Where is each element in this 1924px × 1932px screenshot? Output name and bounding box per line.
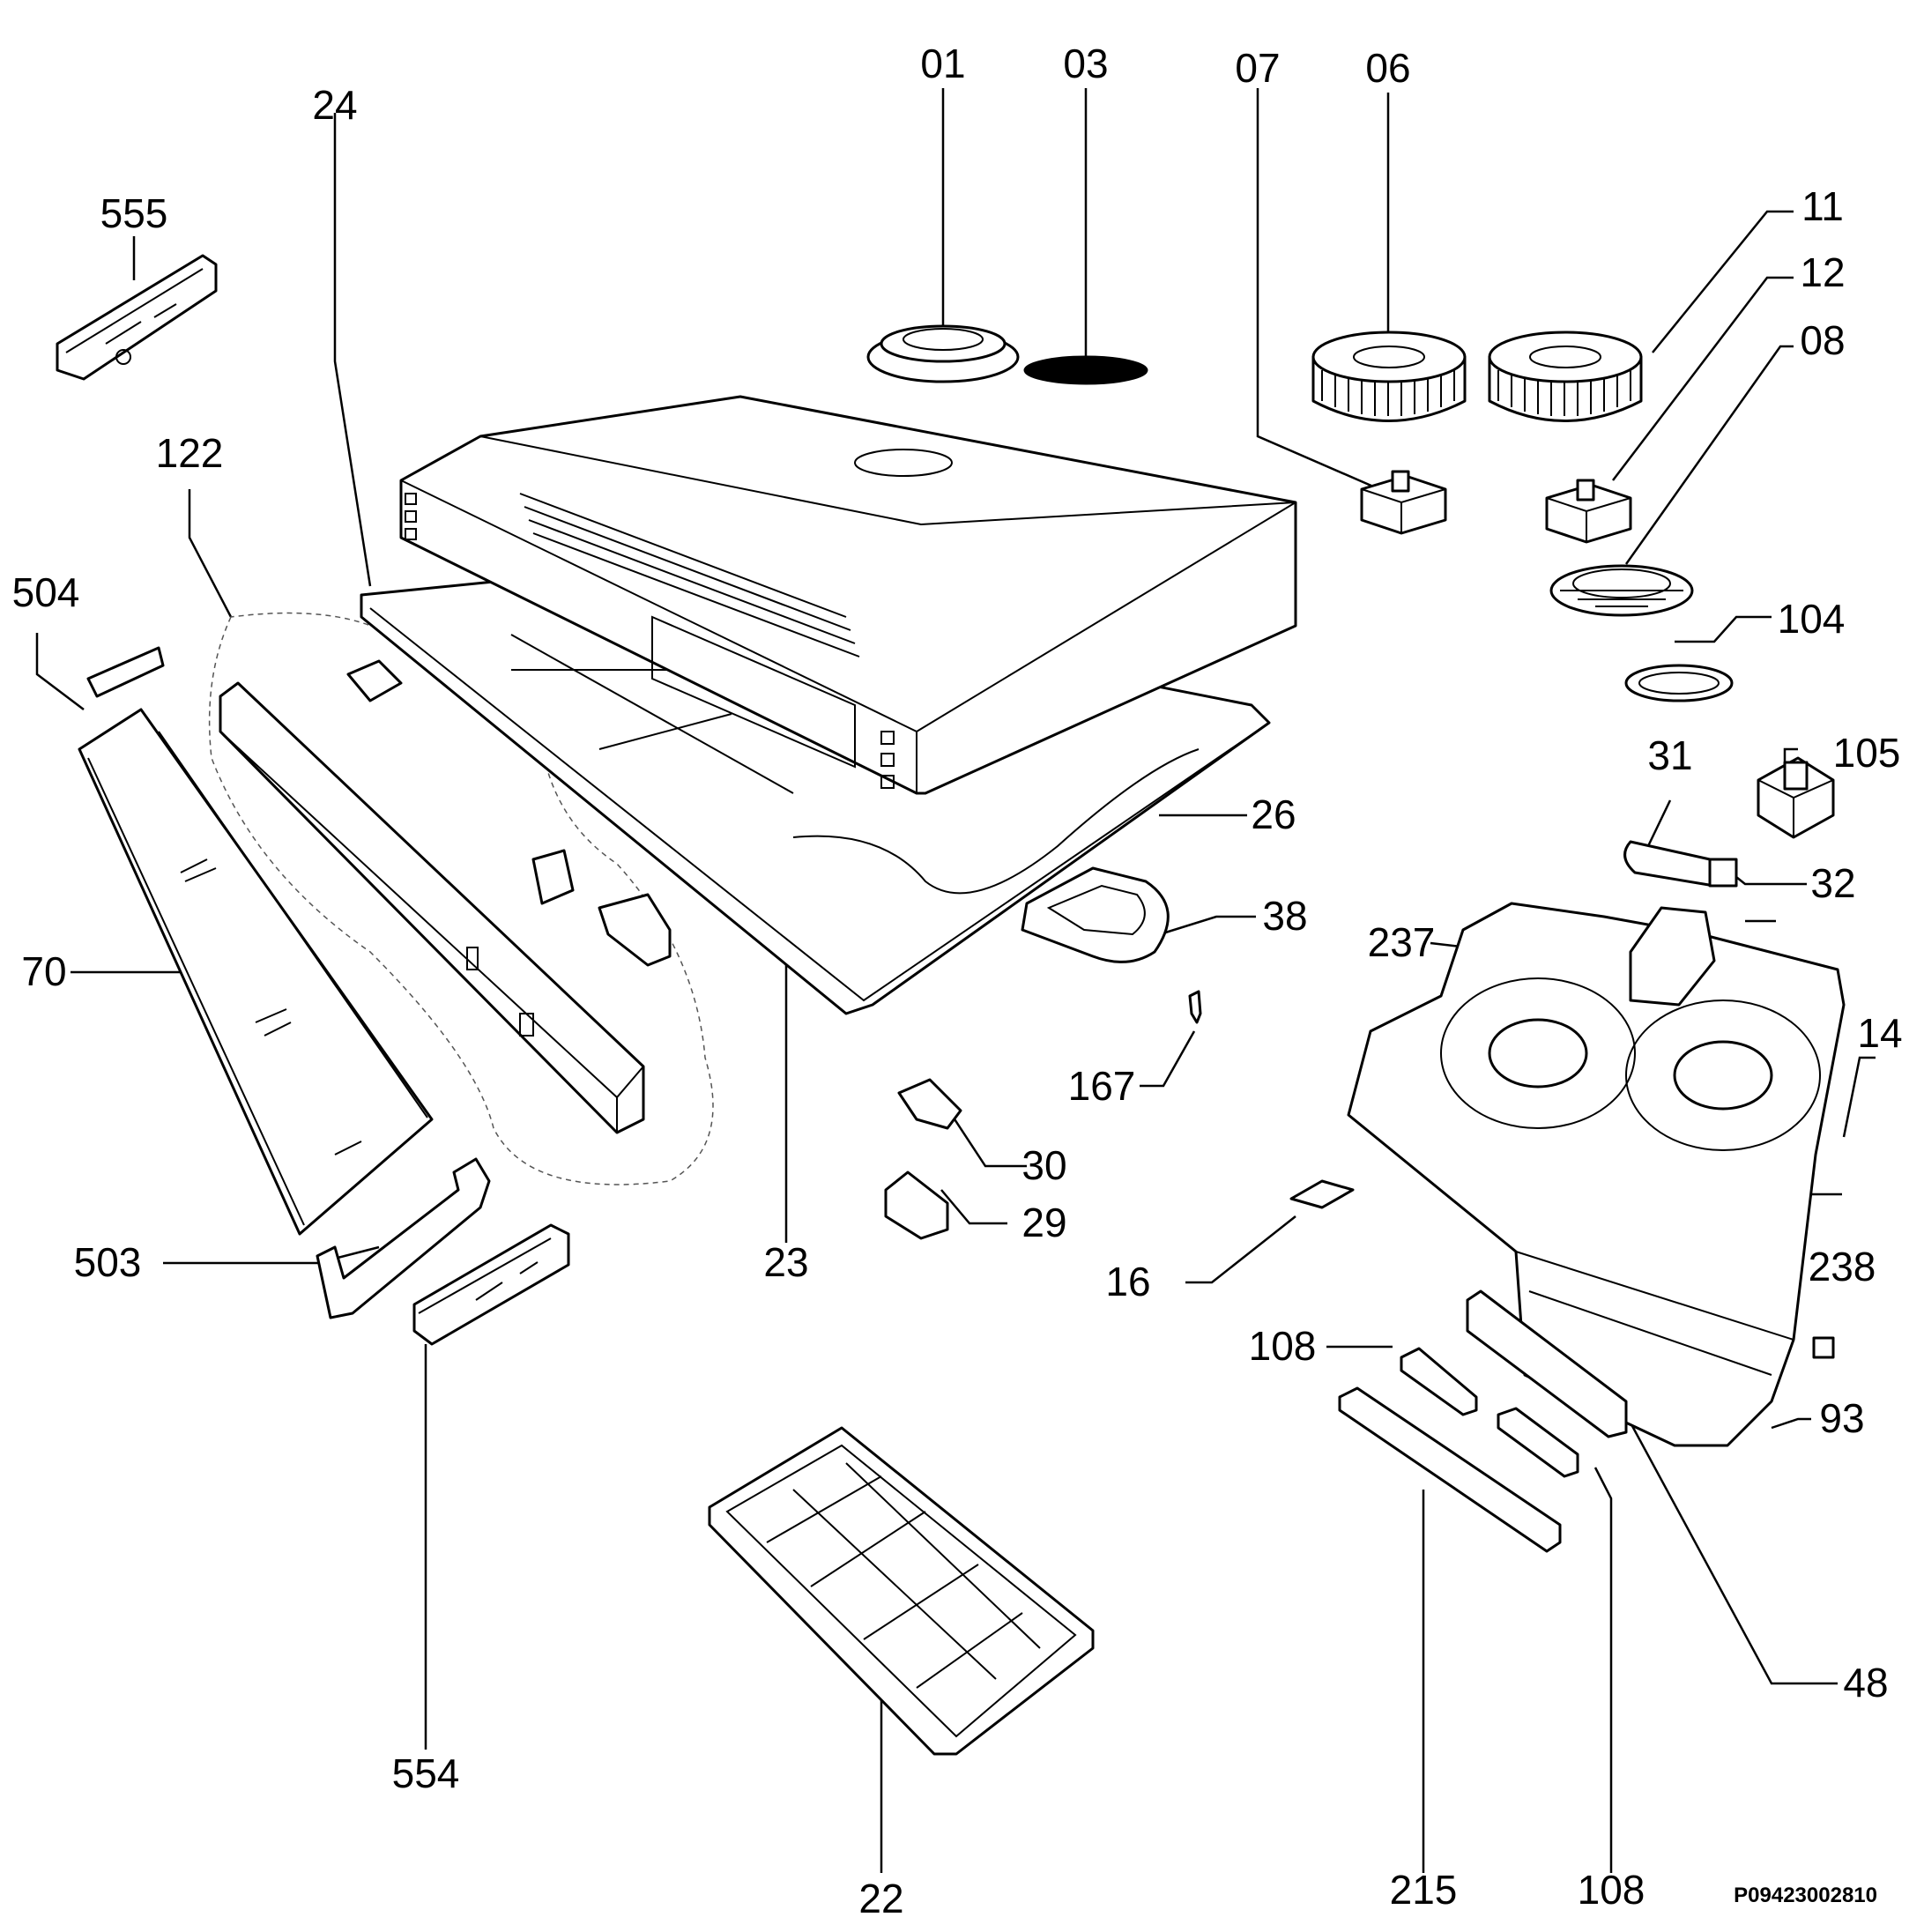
part-108-upper-switch bbox=[1400, 1347, 1478, 1416]
part-503-bracket bbox=[316, 1157, 491, 1319]
part-48-strip bbox=[1466, 1289, 1628, 1438]
label-504: 504 bbox=[12, 569, 80, 615]
part-16-label bbox=[1289, 1179, 1355, 1209]
label-30: 30 bbox=[1021, 1142, 1066, 1188]
part-70-glass bbox=[78, 708, 434, 1236]
part-31-bulb bbox=[1623, 840, 1738, 888]
part-104-lens bbox=[1624, 664, 1734, 702]
label-16: 16 bbox=[1105, 1259, 1150, 1304]
label-167: 167 bbox=[1068, 1063, 1136, 1109]
part-07-block bbox=[1360, 470, 1447, 535]
part-03-disc bbox=[1023, 355, 1148, 385]
part-14-93-housing bbox=[1347, 902, 1846, 1447]
part-38-light-tray bbox=[1021, 866, 1170, 963]
part-artwork bbox=[56, 254, 1846, 1756]
part-06-filter bbox=[1311, 331, 1467, 422]
group-clip-c bbox=[598, 893, 672, 967]
part-108-lower-switch bbox=[1497, 1407, 1579, 1478]
control-bar bbox=[219, 681, 645, 1134]
part-105-switch bbox=[1757, 756, 1835, 839]
part-504-clip bbox=[86, 646, 165, 698]
label-122: 122 bbox=[156, 430, 224, 476]
label-503: 503 bbox=[74, 1239, 142, 1285]
label-554: 554 bbox=[392, 1750, 460, 1796]
label-01: 01 bbox=[920, 41, 965, 86]
label-108-upper: 108 bbox=[1249, 1323, 1317, 1369]
part-11-filter bbox=[1488, 331, 1643, 422]
label-108-lower: 108 bbox=[1578, 1867, 1645, 1913]
label-215: 215 bbox=[1390, 1867, 1458, 1913]
label-26: 26 bbox=[1251, 791, 1296, 837]
diagram-code: P09423002810 bbox=[1734, 1884, 1877, 1907]
label-06: 06 bbox=[1365, 45, 1410, 91]
label-08: 08 bbox=[1800, 317, 1845, 363]
part-labels: 01 03 07 06 24 555 11 12 08 122 504 104 … bbox=[12, 41, 1903, 1921]
label-12: 12 bbox=[1800, 249, 1845, 295]
label-38: 38 bbox=[1262, 893, 1307, 939]
label-93: 93 bbox=[1819, 1395, 1864, 1441]
label-11: 11 bbox=[1801, 183, 1844, 229]
part-01-ring bbox=[866, 324, 1020, 383]
label-22: 22 bbox=[858, 1876, 903, 1921]
part-22-grease-filter bbox=[708, 1426, 1095, 1756]
group-clip-b bbox=[531, 849, 575, 905]
label-31: 31 bbox=[1647, 732, 1692, 778]
label-03: 03 bbox=[1063, 41, 1108, 86]
part-554-housing bbox=[412, 1223, 570, 1346]
label-105: 105 bbox=[1833, 730, 1901, 776]
group-clip-a bbox=[346, 659, 403, 702]
part-30-clip bbox=[897, 1078, 962, 1130]
label-24: 24 bbox=[312, 82, 357, 128]
label-23: 23 bbox=[763, 1239, 808, 1285]
label-48: 48 bbox=[1843, 1660, 1888, 1705]
label-32: 32 bbox=[1810, 860, 1855, 906]
label-70: 70 bbox=[21, 948, 66, 994]
label-237: 237 bbox=[1368, 919, 1436, 965]
part-08-grille bbox=[1549, 564, 1694, 617]
part-12-block bbox=[1545, 479, 1632, 544]
label-14: 14 bbox=[1857, 1010, 1902, 1056]
label-104: 104 bbox=[1778, 596, 1846, 642]
label-07: 07 bbox=[1235, 45, 1280, 91]
label-29: 29 bbox=[1021, 1200, 1066, 1245]
part-555-housing bbox=[56, 254, 218, 381]
part-29-clip bbox=[884, 1170, 949, 1240]
label-555: 555 bbox=[100, 190, 168, 236]
small-connector bbox=[1812, 1336, 1835, 1359]
label-238: 238 bbox=[1809, 1244, 1876, 1289]
part-215-bar bbox=[1338, 1386, 1562, 1553]
main-hood-body bbox=[399, 395, 1297, 795]
part-167-screw bbox=[1188, 990, 1202, 1024]
